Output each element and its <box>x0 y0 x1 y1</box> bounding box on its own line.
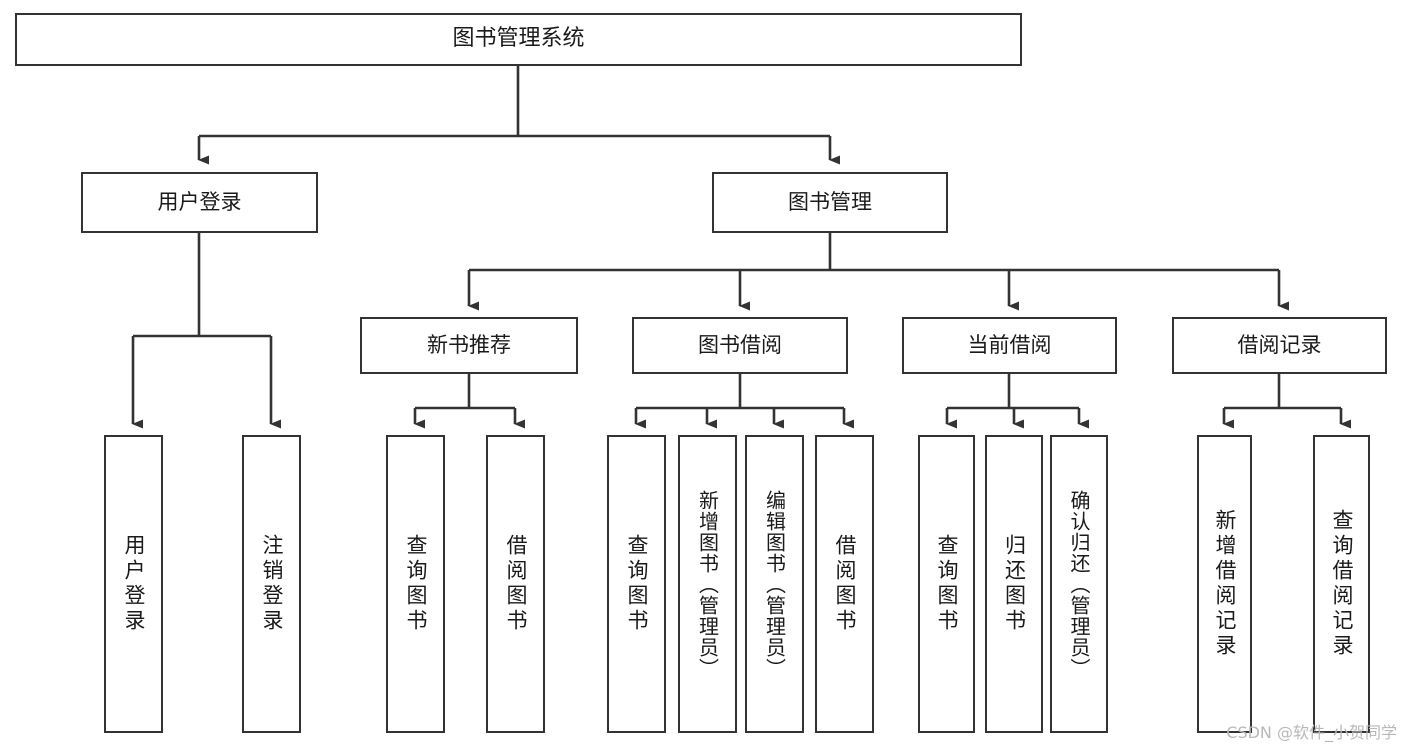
node-label: 图书借阅 <box>698 332 782 357</box>
node-label: 确认归还（管理员） <box>1067 489 1091 679</box>
node-user-login[interactable]: 用户登录 <box>81 172 318 233</box>
node-leaf-return-book[interactable]: 归还图书 <box>985 435 1043 733</box>
node-label: 当前借阅 <box>967 332 1052 357</box>
node-leaf-borrow-book-rec[interactable]: 借阅图书 <box>486 435 545 733</box>
node-leaf-confirm-return-admin[interactable]: 确认归还（管理员） <box>1050 435 1108 733</box>
node-leaf-user-login[interactable]: 用户登录 <box>104 435 163 733</box>
node-label: 借阅记录 <box>1237 332 1322 357</box>
node-leaf-query-book-rec[interactable]: 查询图书 <box>386 435 445 733</box>
node-label: 用户登录 <box>157 189 242 214</box>
node-leaf-query-borrow-record[interactable]: 查询借阅记录 <box>1313 435 1370 733</box>
node-label: 新增借阅记录 <box>1213 509 1237 659</box>
node-borrow-record[interactable]: 借阅记录 <box>1172 317 1387 374</box>
node-new-book-recommend[interactable]: 新书推荐 <box>360 317 578 374</box>
node-leaf-add-book-admin[interactable]: 新增图书（管理员） <box>678 435 737 733</box>
node-leaf-borrow-book-bb[interactable]: 借阅图书 <box>815 435 874 733</box>
node-label: 查询图书 <box>625 534 649 634</box>
node-leaf-user-logout[interactable]: 注销登录 <box>242 435 301 733</box>
node-label: 用户登录 <box>122 534 146 634</box>
node-label: 归还图书 <box>1002 534 1027 634</box>
node-book-borrow[interactable]: 图书借阅 <box>632 317 848 374</box>
node-label: 新增图书（管理员） <box>695 489 720 679</box>
node-label: 查询图书 <box>404 534 428 634</box>
node-leaf-query-book-cb[interactable]: 查询图书 <box>918 435 975 733</box>
node-label: 编辑图书（管理员） <box>762 489 787 679</box>
node-label: 查询图书 <box>935 534 959 634</box>
node-label: 注销登录 <box>260 534 284 634</box>
node-leaf-query-book-bb[interactable]: 查询图书 <box>607 435 666 733</box>
node-root-system[interactable]: 图书管理系统 <box>15 13 1022 66</box>
node-book-management[interactable]: 图书管理 <box>712 172 948 233</box>
node-label: 图书管理系统 <box>452 26 585 52</box>
node-label: 借阅图书 <box>504 534 528 634</box>
node-leaf-edit-book-admin[interactable]: 编辑图书（管理员） <box>745 435 804 733</box>
node-label: 图书管理 <box>788 189 872 214</box>
node-label: 借阅图书 <box>833 534 857 634</box>
node-current-borrow[interactable]: 当前借阅 <box>902 317 1117 374</box>
node-label: 查询借阅记录 <box>1330 509 1354 659</box>
node-leaf-add-borrow-record[interactable]: 新增借阅记录 <box>1197 435 1252 733</box>
node-label: 新书推荐 <box>427 332 511 357</box>
